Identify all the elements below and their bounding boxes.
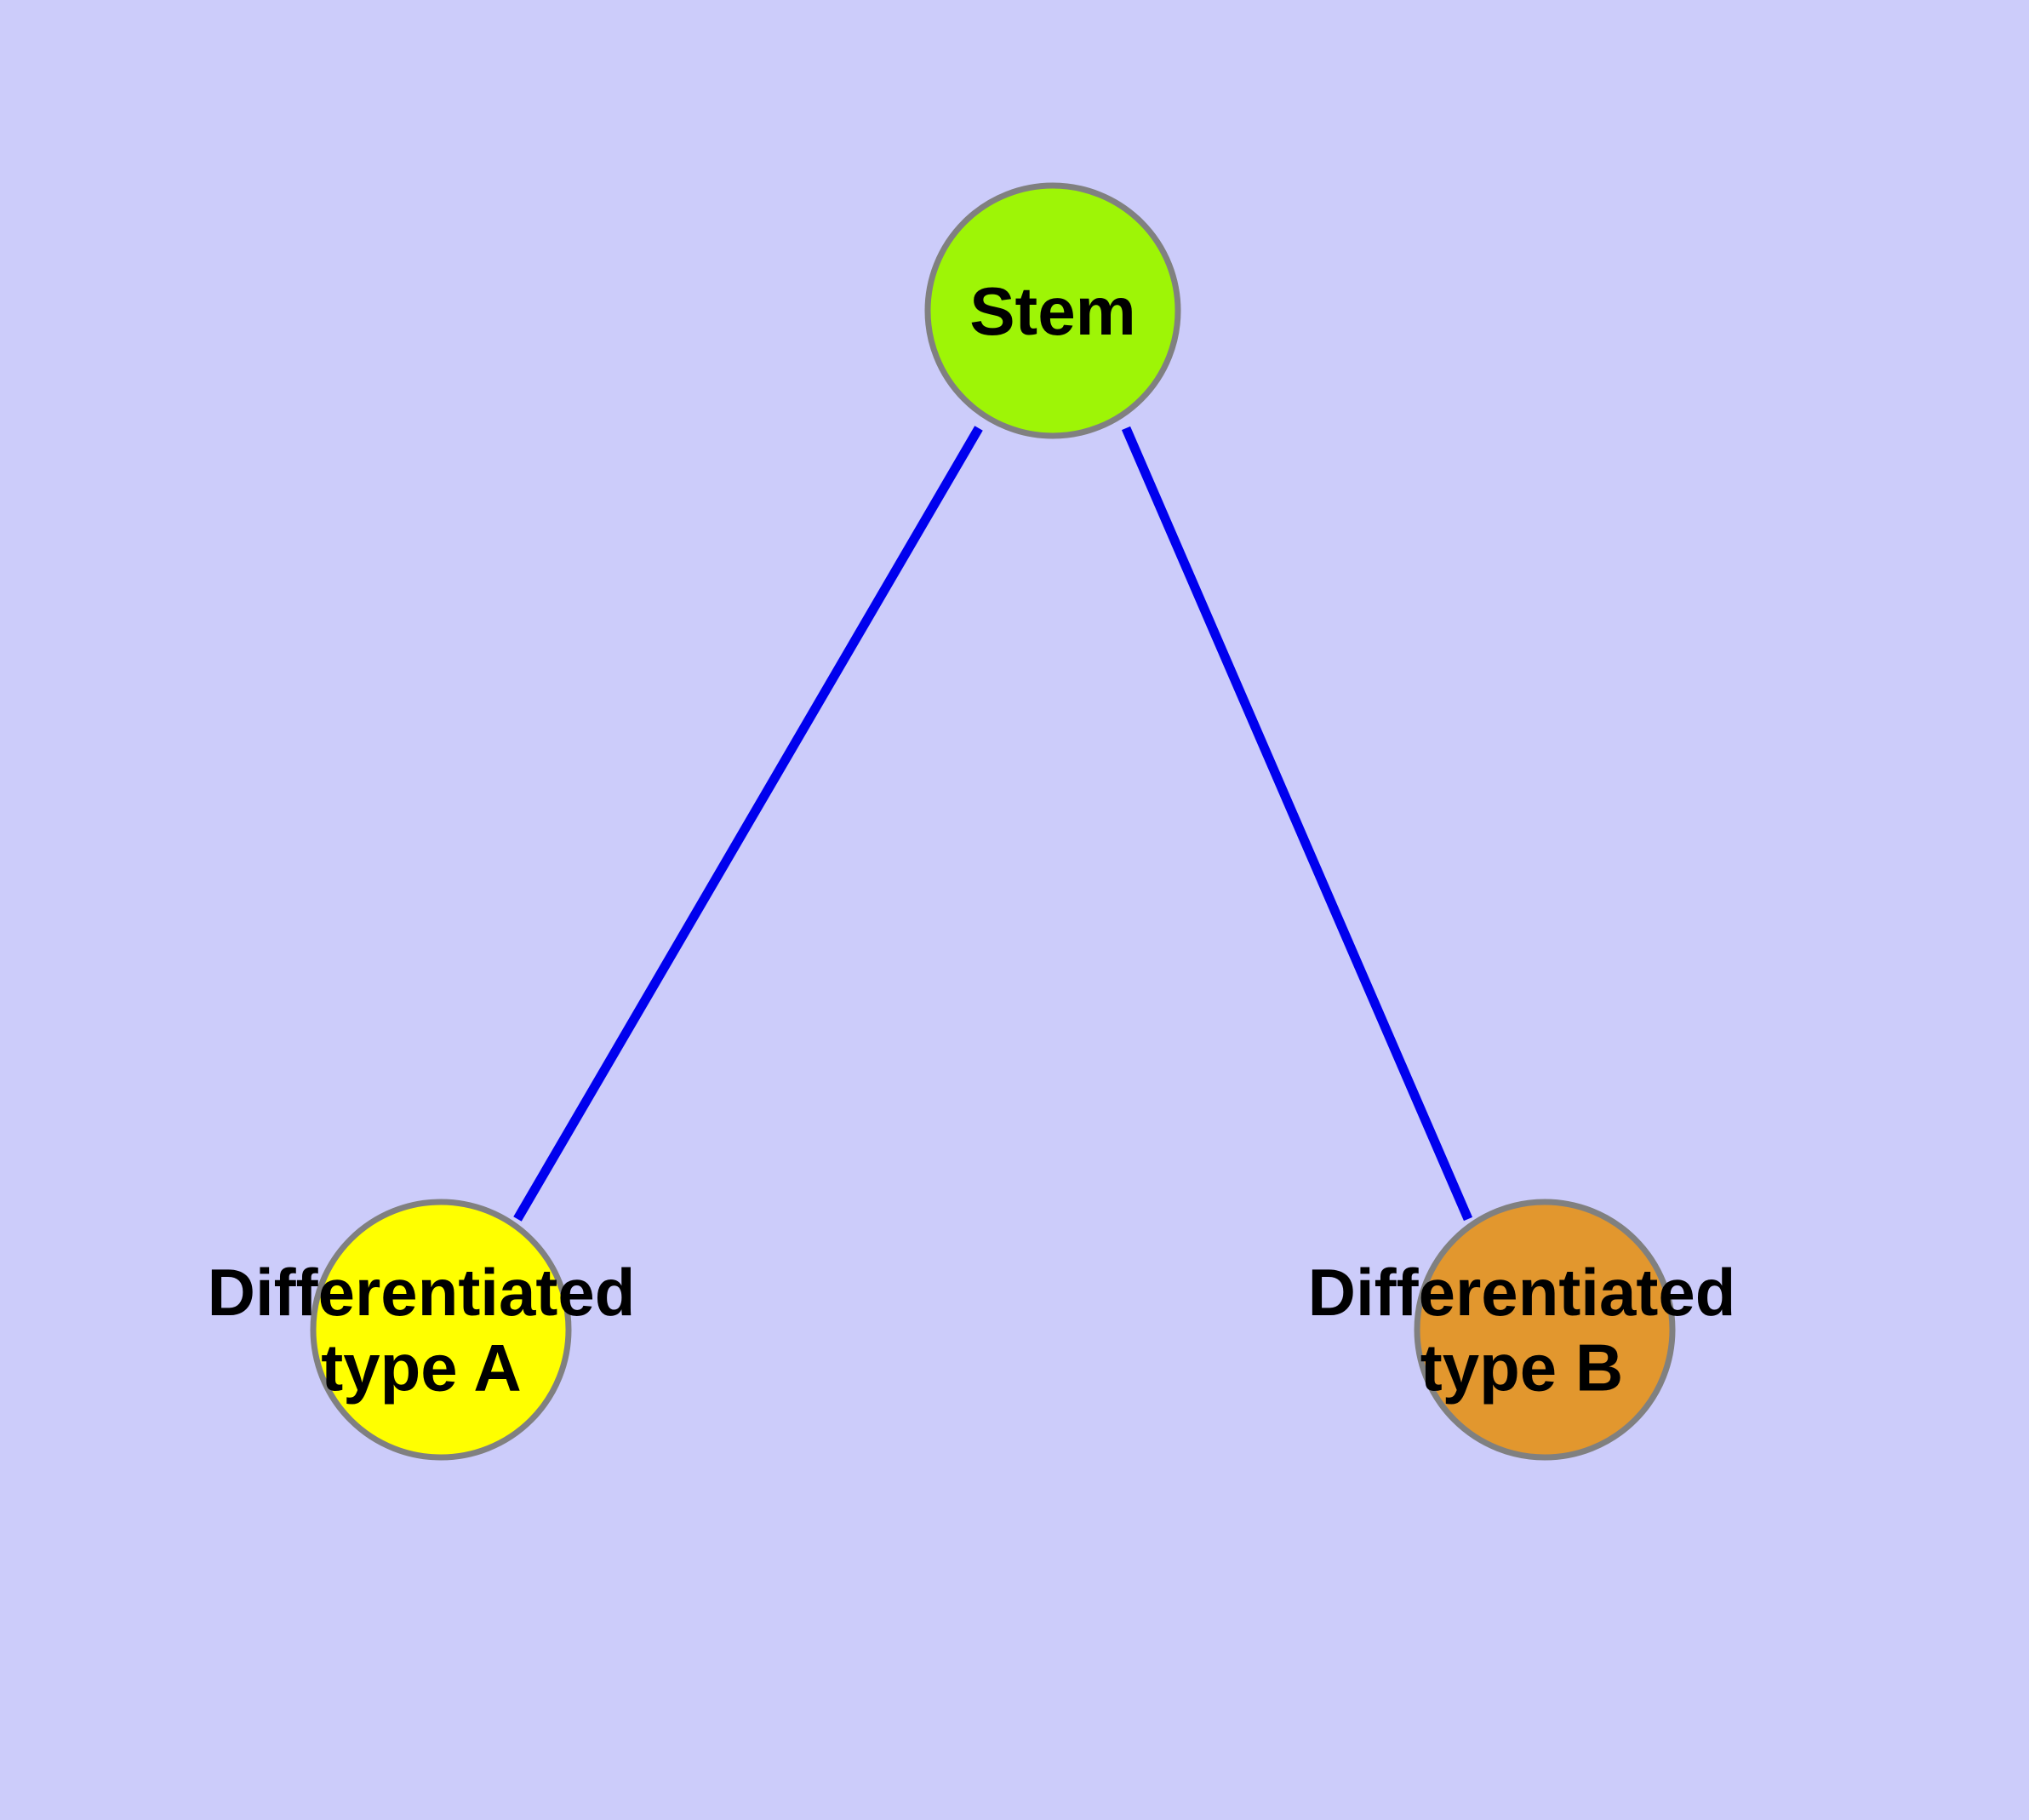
node-label-line: type A	[321, 1330, 522, 1405]
node-stem[interactable]	[924, 182, 1181, 439]
node-label-line: Stem	[969, 273, 1136, 349]
edge-stem-to-differentiated-b[interactable]	[1121, 426, 1473, 1222]
nodes-group	[310, 182, 1676, 1461]
node-label-line: type B	[1420, 1330, 1623, 1405]
node-differentiated-type-a[interactable]	[310, 1199, 572, 1461]
node-label-line: Differentiated	[1308, 1255, 1736, 1330]
edges-group	[513, 426, 1473, 1222]
node-differentiated-type-b[interactable]	[1414, 1199, 1676, 1461]
edge-stem-to-differentiated-a[interactable]	[513, 426, 983, 1222]
node-label-stem: Stem	[969, 273, 1136, 349]
node-label-line: Differentiated	[208, 1255, 636, 1330]
